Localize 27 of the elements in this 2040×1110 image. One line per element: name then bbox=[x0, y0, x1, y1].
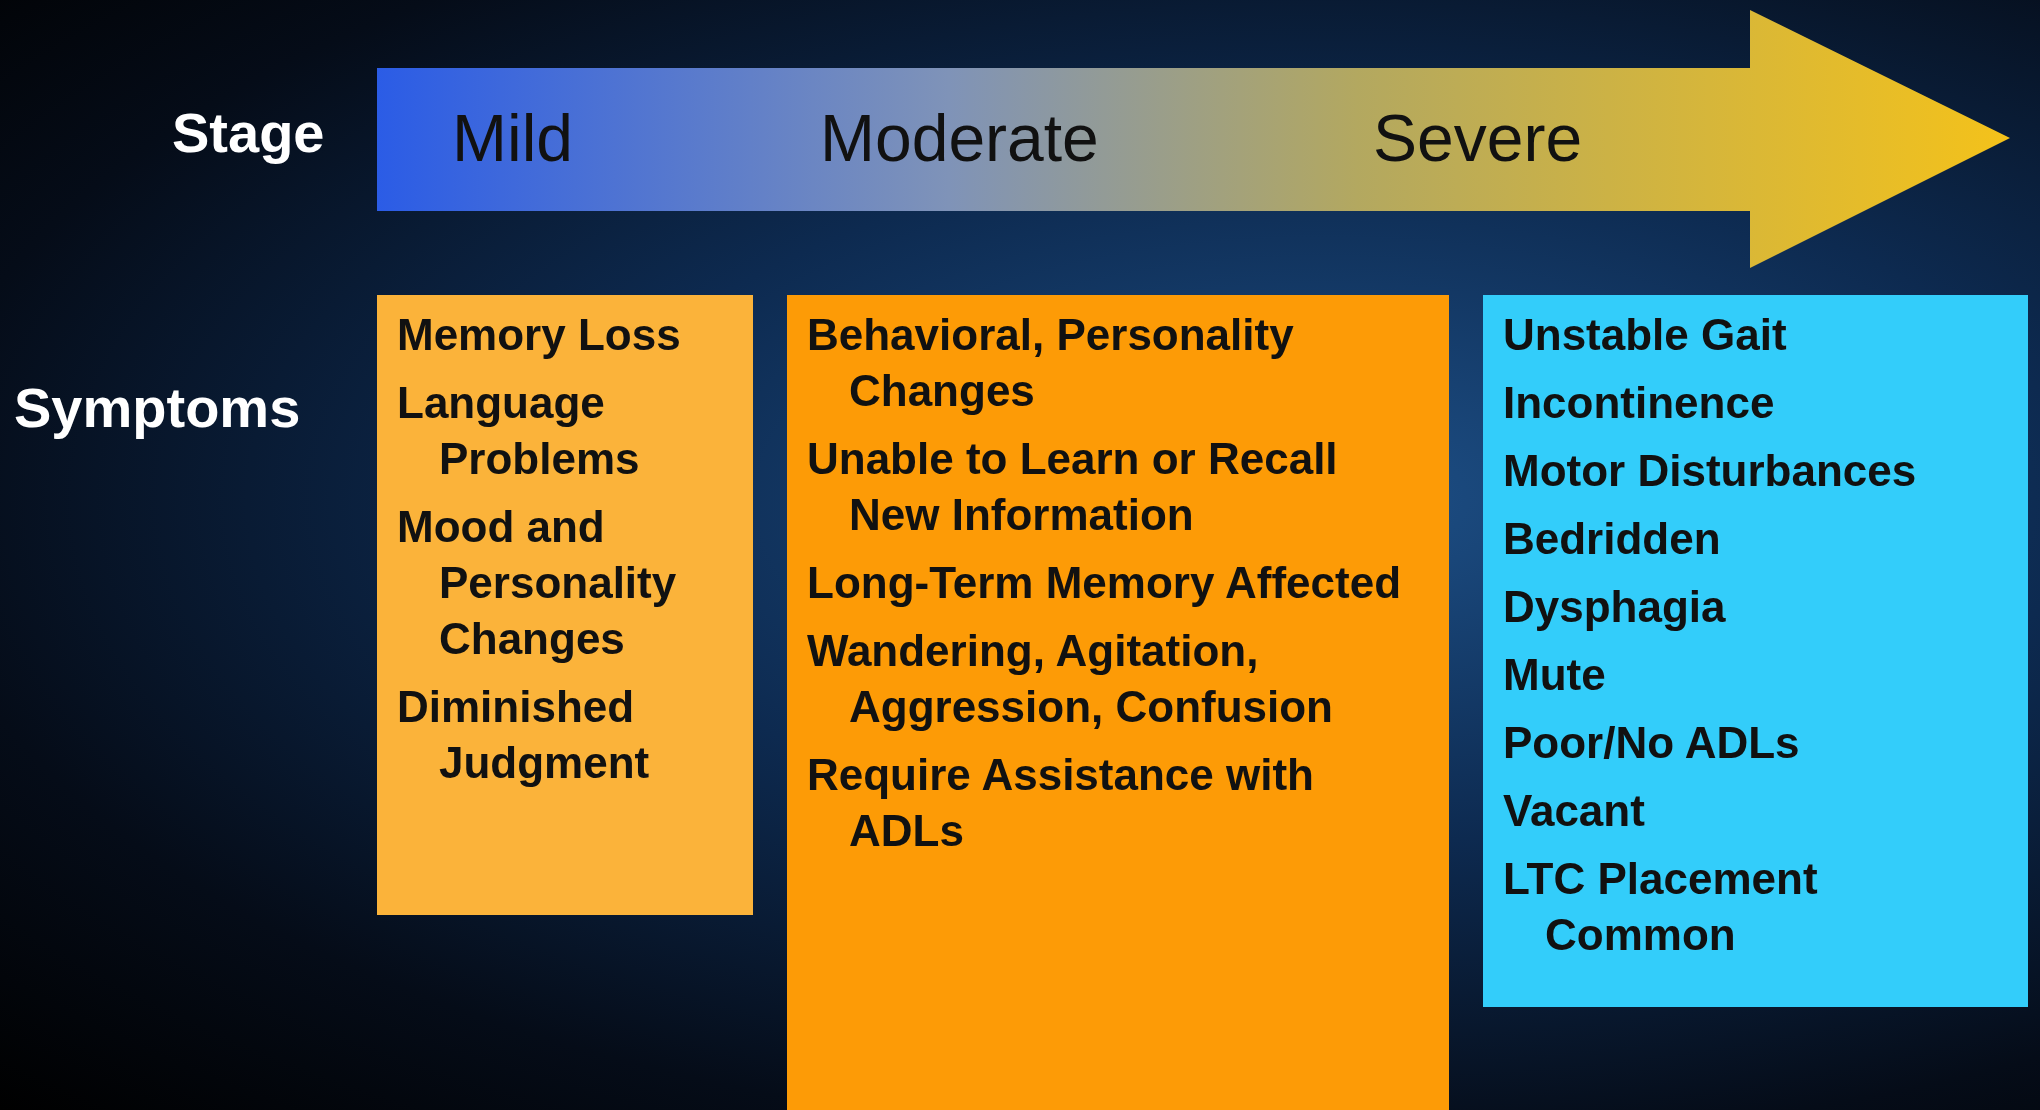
symptom-panel bbox=[1483, 295, 2028, 1007]
symptom-panel bbox=[377, 295, 753, 915]
symptom-text: Bedridden bbox=[1503, 513, 1722, 565]
symptom-text: Dysphagia bbox=[1503, 581, 1727, 633]
symptom-text: Unstable Gait bbox=[1503, 309, 1788, 361]
stage-arrow bbox=[377, 10, 2010, 268]
symptom-text: Mood and Personality Changes bbox=[397, 501, 678, 665]
stage-name: Moderate bbox=[820, 100, 1099, 176]
stage-name: Severe bbox=[1373, 100, 1583, 176]
symptom-text: Require Assistance with ADLs bbox=[807, 749, 1315, 857]
row-heading: Symptoms bbox=[14, 375, 301, 440]
symptom-text: Poor/No ADLs bbox=[1503, 717, 1801, 769]
symptom-text: Incontinence bbox=[1503, 377, 1776, 429]
symptom-text: Vacant bbox=[1503, 785, 1646, 837]
symptom-text: Diminished Judgment bbox=[397, 681, 651, 789]
symptom-text: Motor Disturbances bbox=[1503, 445, 1918, 497]
symptom-text: Long-Term Memory Affected bbox=[807, 557, 1403, 609]
symptom-text: Behavioral, Personality Changes bbox=[807, 309, 1295, 417]
symptom-text: Wandering, Agitation, Aggression, Confusion bbox=[807, 625, 1334, 733]
stage-name: Mild bbox=[452, 100, 573, 176]
symptom-text: Unable to Learn or Recall New Information bbox=[807, 433, 1339, 541]
symptom-text: LTC Placement Common bbox=[1503, 853, 1819, 961]
symptom-text: Memory Loss bbox=[397, 309, 682, 361]
symptom-text: Mute bbox=[1503, 649, 1607, 701]
symptom-text: Language Problems bbox=[397, 377, 641, 485]
symptom-panel bbox=[787, 295, 1449, 1110]
row-heading: Stage bbox=[172, 100, 325, 165]
